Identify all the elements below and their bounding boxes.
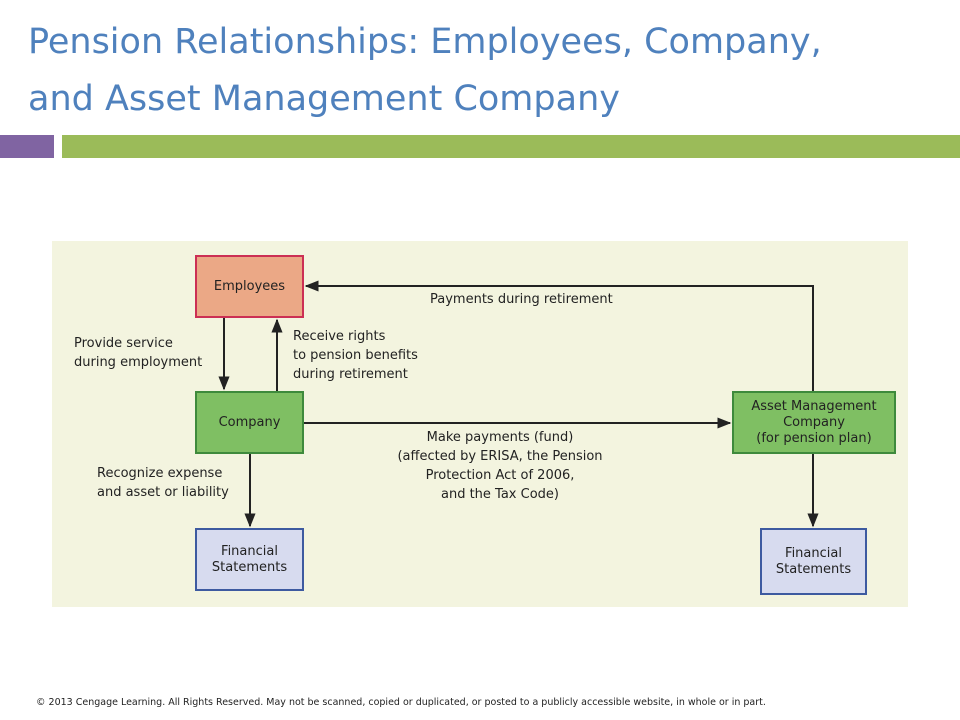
node-company: Company xyxy=(195,391,304,454)
node-fs1-label-line-1: Financial xyxy=(221,543,278,559)
slide-title-line-1: Pension Relationships: Employees, Compan… xyxy=(28,22,822,62)
accent-bar-purple xyxy=(0,135,54,158)
edge-label-provide-service-line-2: during employment xyxy=(74,355,203,370)
slide-title-line-2: and Asset Management Company xyxy=(28,79,620,119)
edge-label-receive-rights: Receive rights to pension benefits durin… xyxy=(293,327,418,384)
edge-label-receive-rights-line-2: to pension benefits xyxy=(293,348,418,363)
node-fs1-label-line-2: Statements xyxy=(211,559,288,575)
node-employees: Employees xyxy=(195,255,304,318)
node-financial-statements-company: Financial Statements xyxy=(195,528,304,591)
edge-label-recognize-expense-line-2: and asset or liability xyxy=(97,485,229,500)
accent-bar-green xyxy=(62,135,960,158)
node-financial-statements-amc: Financial Statements xyxy=(760,528,867,595)
edge-label-make-payments: Make payments (fund) (affected by ERISA,… xyxy=(380,428,620,504)
edge-label-make-payments-line-1: Make payments (fund) xyxy=(426,430,574,445)
arrow-payments-during-retirement xyxy=(304,280,814,391)
edge-label-recognize-expense: Recognize expense and asset or liability xyxy=(97,464,229,502)
node-fs2-label-line-1: Financial xyxy=(785,545,842,561)
node-amc-label-line-1: Asset Management xyxy=(751,398,877,414)
edge-label-make-payments-line-4: and the Tax Code) xyxy=(441,487,559,502)
edge-label-receive-rights-line-3: during retirement xyxy=(293,367,408,382)
edge-label-make-payments-line-2: (affected by ERISA, the Pension xyxy=(397,449,603,464)
node-employees-label: Employees xyxy=(213,278,286,294)
node-asset-management-company: Asset Management Company (for pension pl… xyxy=(732,391,896,454)
node-fs2-label-line-2: Statements xyxy=(775,561,852,577)
node-amc-label-line-2: Company xyxy=(783,414,845,430)
node-amc-label-line-3: (for pension plan) xyxy=(756,430,872,446)
slide-title: Pension Relationships: Employees, Compan… xyxy=(28,14,948,128)
edge-label-receive-rights-line-1: Receive rights xyxy=(293,329,386,344)
edge-label-recognize-expense-line-1: Recognize expense xyxy=(97,466,223,481)
edge-label-provide-service-line-1: Provide service xyxy=(74,336,173,351)
node-company-label: Company xyxy=(218,414,281,430)
edge-label-payments-during-retirement: Payments during retirement xyxy=(430,292,613,307)
edge-label-provide-service: Provide service during employment xyxy=(74,334,202,372)
copyright-footer: © 2013 Cengage Learning. All Rights Rese… xyxy=(36,697,766,708)
edge-label-make-payments-line-3: Protection Act of 2006, xyxy=(425,468,575,483)
